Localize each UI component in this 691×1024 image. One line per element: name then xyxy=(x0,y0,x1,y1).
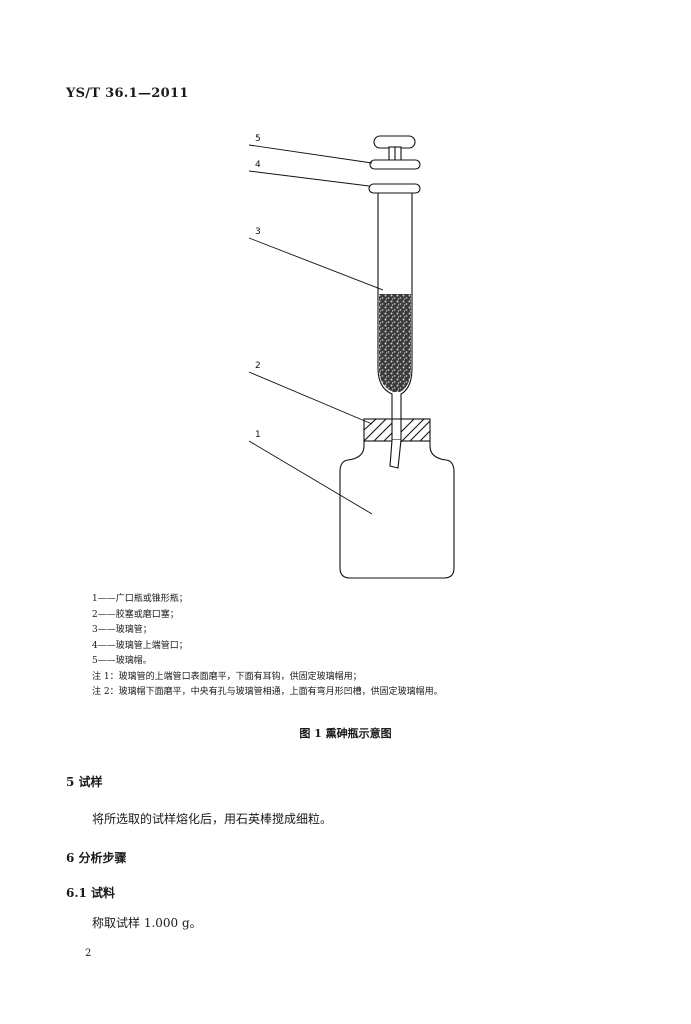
glass-cap xyxy=(369,135,421,170)
callout-leaders xyxy=(248,144,384,515)
arsenic-flask-diagram: 5 4 3 2 1 xyxy=(248,134,455,579)
figure-note-1: 注 1：玻璃管的上端管口表面磨平，下面有耳钩，供固定玻璃帽用； xyxy=(92,671,362,682)
figure-caption: 图 1 熏砷瓶示意图 xyxy=(299,727,392,740)
legend-item: 3——玻璃管； xyxy=(92,625,152,635)
callout-4: 4 xyxy=(255,160,261,170)
wide-mouth-flask xyxy=(339,441,455,579)
granular-filling xyxy=(379,294,411,392)
figure-legend: 1——广口瓶或锥形瓶； 2——胶塞或磨口塞； 3——玻璃管； 4——玻璃管上端管… xyxy=(92,592,443,701)
section-6-1-body: 称取试样 1.000 g。 xyxy=(92,916,202,930)
legend-item: 5——玻璃帽。 xyxy=(92,656,152,666)
section-5-heading: 5 试样 xyxy=(66,775,103,789)
callout-1: 1 xyxy=(255,430,261,440)
document-code: YS/T 36.1—2011 xyxy=(66,86,189,101)
legend-item: 1——广口瓶或锥形瓶； xyxy=(92,594,188,604)
figure-note-2: 注 2：玻璃帽下面磨平，中央有孔与玻璃管相通，上面有弯月形凹槽，供固定玻璃帽用。 xyxy=(92,687,443,697)
stopper xyxy=(363,418,431,443)
callout-3: 3 xyxy=(255,227,261,237)
tube-upper-end xyxy=(368,183,421,194)
section-6-1-heading: 6.1 试料 xyxy=(66,886,116,900)
legend-item: 2——胶塞或磨口塞； xyxy=(92,609,179,620)
callout-2: 2 xyxy=(255,361,261,371)
legend-item: 4——玻璃管上端管口； xyxy=(92,640,188,651)
page-number: 2 xyxy=(85,948,92,959)
section-6-heading: 6 分析步骤 xyxy=(66,851,127,865)
section-5-body: 将所选取的试样熔化后，用石英棒搅成细粒。 xyxy=(92,812,333,826)
callout-5: 5 xyxy=(255,134,261,144)
